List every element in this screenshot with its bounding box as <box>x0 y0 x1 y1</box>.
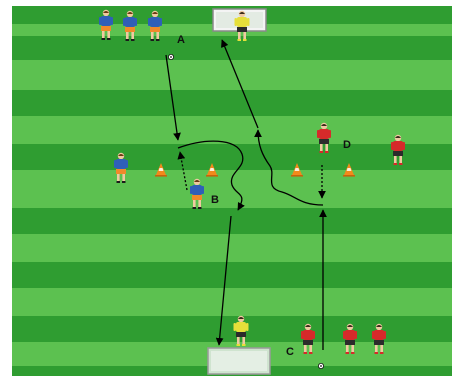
label-b: B <box>211 194 219 206</box>
pitch <box>12 6 452 376</box>
label-a: A <box>177 34 185 46</box>
ball-icon <box>168 54 173 59</box>
ball-icon <box>318 363 323 368</box>
label-d: D <box>343 139 351 151</box>
label-c: C <box>286 346 294 358</box>
mini-goal-icon <box>208 348 270 374</box>
